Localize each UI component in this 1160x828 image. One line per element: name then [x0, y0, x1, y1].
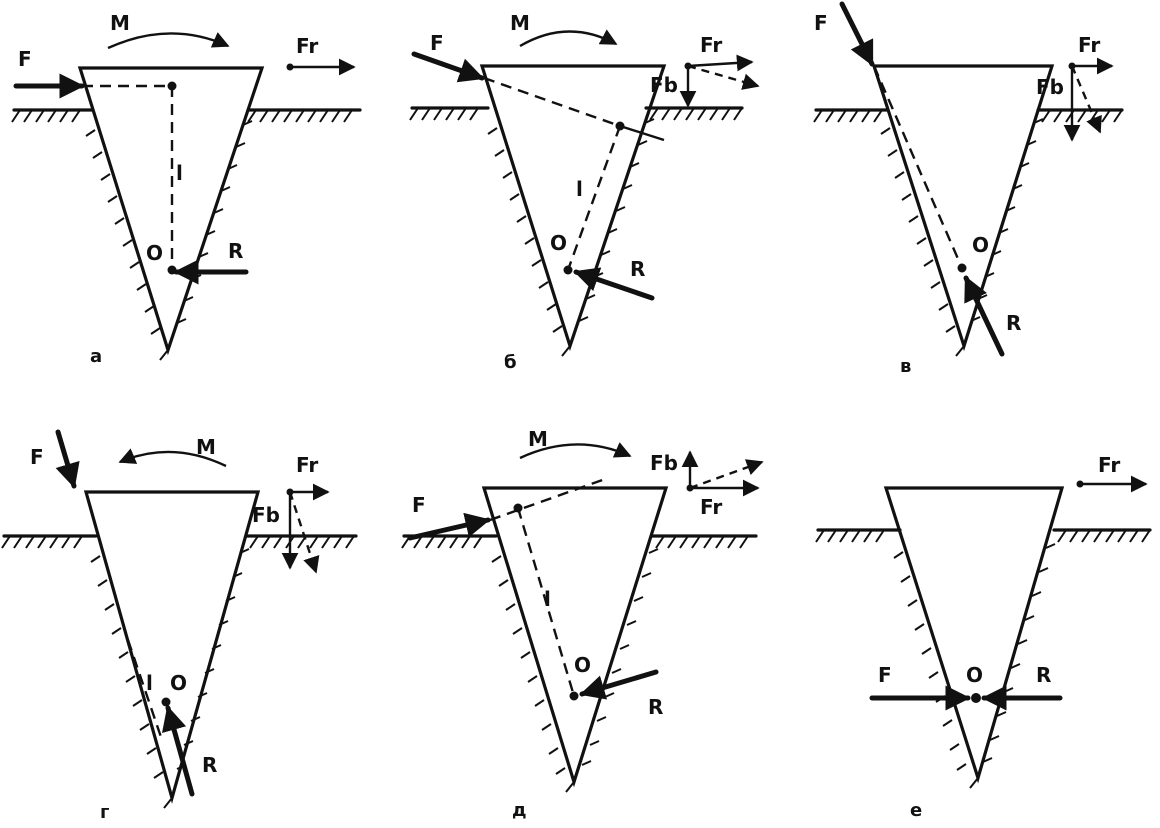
label-fb: Fb — [650, 451, 678, 475]
panel-g: F M Fr Fb l O R г — [1, 429, 358, 823]
force-f-arrow — [839, 1, 875, 67]
label-r: R — [630, 257, 645, 281]
resultant-arrow — [288, 491, 320, 574]
label-f: F — [878, 663, 892, 687]
label-r: R — [648, 695, 663, 719]
label-m: M — [510, 11, 530, 35]
ground-surface — [401, 534, 758, 549]
panel-b: F M Fr Fb l O R б — [409, 11, 760, 373]
force-fr-arrow — [687, 54, 754, 72]
ground-surface — [409, 106, 744, 121]
pivot-o — [563, 265, 573, 275]
label-l: l — [576, 177, 583, 201]
label-fb: Fb — [252, 503, 280, 527]
moment-arrow — [118, 448, 227, 468]
panel-caption: в — [900, 356, 911, 377]
label-r: R — [202, 753, 217, 777]
force-r-arrow — [573, 267, 655, 301]
label-f: F — [814, 11, 828, 35]
panel-caption: б — [504, 352, 517, 373]
lever-line — [483, 76, 621, 128]
ground-surface — [1, 534, 358, 549]
label-m: M — [196, 435, 216, 459]
label-f: F — [18, 47, 32, 71]
label-fr: Fr — [296, 453, 318, 477]
pivot-o — [569, 691, 579, 701]
force-f-arrow — [55, 429, 80, 489]
label-o: O — [550, 231, 567, 255]
label-r: R — [228, 239, 243, 263]
force-f-arrow — [411, 51, 485, 83]
pivot-o — [971, 693, 981, 703]
label-fb: Fb — [1036, 75, 1064, 99]
label-fb: Fb — [650, 73, 678, 97]
wedge — [83, 490, 261, 804]
label-fr: Fr — [1078, 33, 1100, 57]
label-fr: Fr — [1098, 453, 1120, 477]
wedge — [871, 64, 1055, 352]
label-m: M — [110, 11, 130, 35]
moment-arrow — [519, 442, 632, 460]
pivot-o — [957, 263, 967, 273]
label-o: O — [146, 241, 163, 265]
resultant-arrow — [1070, 65, 1102, 134]
panel-a: F M Fr l O R a — [11, 11, 362, 367]
wall-hatching — [85, 120, 253, 361]
wall-hatching — [487, 118, 655, 357]
ground-surface — [815, 528, 1152, 543]
force-r-arrow — [579, 669, 659, 700]
moment-arrow — [107, 32, 230, 50]
label-o: O — [170, 671, 187, 695]
resultant-arrow — [689, 459, 764, 490]
panel-caption: е — [910, 800, 922, 821]
wall-hatching — [90, 548, 250, 809]
wedge — [77, 66, 265, 356]
wedge — [883, 486, 1065, 784]
force-r-arrow — [162, 705, 195, 797]
label-f: F — [430, 31, 444, 55]
ground-surface — [11, 108, 362, 123]
label-fr: Fr — [700, 33, 722, 57]
ground-surface — [813, 108, 1124, 123]
label-l: l — [176, 161, 183, 185]
label-fr: Fr — [700, 495, 722, 519]
panel-e: F Fr O R е — [815, 453, 1152, 821]
label-l: l — [544, 587, 551, 611]
lever-line — [489, 476, 609, 522]
wedge — [481, 486, 669, 788]
panel-caption: г — [100, 802, 109, 823]
contact-force-stub — [619, 124, 665, 142]
label-fr: Fr — [296, 34, 318, 58]
lever-arm-l — [566, 125, 622, 271]
label-l: l — [146, 671, 153, 695]
wall-hatching — [491, 548, 659, 793]
label-m: M — [528, 427, 548, 451]
label-r: R — [1006, 311, 1021, 335]
label-f: F — [412, 493, 426, 517]
wedge — [479, 64, 667, 352]
label-f: F — [30, 445, 44, 469]
label-o: O — [966, 663, 983, 687]
application-point — [167, 81, 177, 91]
label-o: O — [574, 653, 591, 677]
lever-arm-l — [516, 507, 576, 697]
panel-caption: д — [512, 800, 527, 821]
moment-arrow — [519, 29, 618, 48]
force-r-arrow — [963, 275, 1005, 357]
label-o: O — [972, 233, 989, 257]
panel-v: F Fr Fb O R в — [813, 1, 1124, 377]
resultant-arrow — [687, 64, 760, 90]
panel-caption: a — [90, 346, 102, 367]
line-of-action — [872, 65, 964, 269]
panel-d: F M Fr Fb l O R д — [401, 427, 764, 821]
label-r: R — [1036, 663, 1051, 687]
pivot-o — [161, 697, 171, 707]
force-f-arrow — [407, 512, 491, 541]
application-point — [513, 503, 523, 513]
